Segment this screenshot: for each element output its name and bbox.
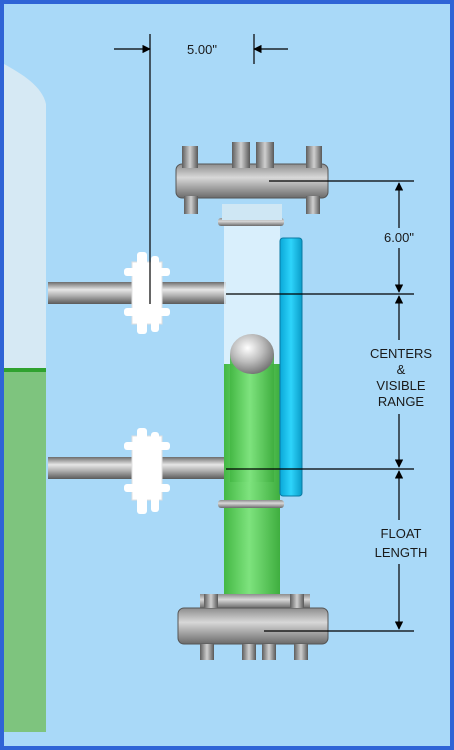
- upper-side-nozzle: [48, 252, 226, 334]
- dim-label-horizontal: 5.00": [187, 42, 217, 57]
- bottom-flange-nut: [290, 594, 304, 608]
- float-body: [230, 354, 274, 482]
- upper-flange-stud: [137, 252, 147, 334]
- top-flange-nut: [232, 142, 250, 168]
- vessel: [4, 64, 46, 732]
- dim-label-float-2: LENGTH: [375, 545, 428, 560]
- lower-flange-stud: [151, 432, 159, 512]
- bottom-flange-hub: [200, 594, 310, 608]
- lower-side-nozzle: [48, 428, 226, 514]
- upper-flange-stud: [151, 256, 159, 332]
- top-flange-nut: [256, 142, 274, 168]
- dim-label-float-1: FLOAT: [381, 526, 422, 541]
- top-flange-nut: [306, 196, 320, 214]
- bottom-flange-nut: [294, 644, 308, 660]
- float-top-cap: [230, 334, 274, 374]
- level-gauge-diagram: 5.00" 6.00" CENTERS & VISIBLE RANGE FLOA…: [4, 34, 432, 732]
- gauge-chamber: [218, 204, 284, 614]
- dim-label-centers-3: VISIBLE: [376, 378, 425, 393]
- chamber-top-neck: [222, 204, 282, 220]
- top-flange-nut: [306, 146, 322, 168]
- dim-label-centers-1: CENTERS: [370, 346, 432, 361]
- dimensions: [114, 34, 414, 632]
- bottom-flange-nut: [200, 644, 214, 660]
- dim-label-centers-4: RANGE: [378, 394, 425, 409]
- top-flange-nut: [184, 196, 198, 214]
- lower-nozzle-flange: [124, 428, 170, 514]
- level-indicator-bar: [279, 237, 303, 497]
- lower-flange-stud: [137, 428, 147, 514]
- vessel-liquid-surface: [4, 368, 46, 372]
- bottom-flange: [177, 594, 329, 660]
- top-flange: [175, 142, 329, 214]
- dim-label-top-vertical: 6.00": [384, 230, 414, 245]
- vessel-liquid: [4, 370, 46, 732]
- bottom-flange-nut: [204, 594, 218, 608]
- bottom-flange-nut: [262, 644, 276, 660]
- vessel-wall-upper: [4, 64, 46, 370]
- bottom-flange-nut: [242, 644, 256, 660]
- top-flange-nut: [182, 146, 198, 168]
- dim-label-centers-2: &: [397, 362, 406, 377]
- upper-nozzle-flange: [124, 252, 170, 334]
- lower-clamp: [218, 500, 284, 508]
- bottom-flange-plate: [177, 607, 329, 645]
